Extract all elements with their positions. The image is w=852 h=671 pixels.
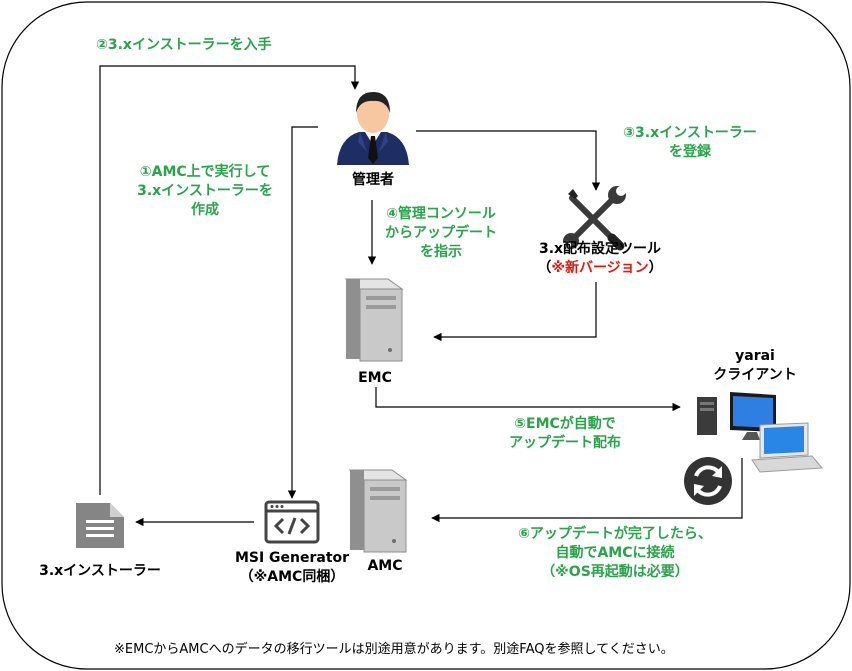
step5-label-line1: ⑤EMCが自動で — [514, 416, 616, 432]
tool-label-line1: 3.x配布設定ツール — [538, 241, 662, 257]
tool-paren-close: ） — [648, 260, 663, 276]
admin-person-icon — [337, 92, 409, 165]
msi-label-line2: （※AMC同梱） — [239, 569, 345, 585]
step1-label-line1: ①AMC上で実行して — [139, 164, 271, 180]
msi-generator-window-icon — [264, 500, 320, 544]
step6-label-line2: 自動でAMCに接続 — [555, 545, 675, 561]
client-label-line2: クライアント — [713, 367, 797, 383]
tool-icon — [563, 186, 626, 251]
arrow-emc-to-client — [375, 387, 681, 412]
step1-label: ①AMC上で実行して 3.xインストーラーを 作成 — [110, 163, 300, 220]
step4-label: ④管理コンソール からアップデート を指示 — [366, 205, 516, 262]
step6-label-line1: ⑥アップデートが完了したら、 — [518, 526, 712, 542]
step3-label: ③3.xインストーラー を登録 — [580, 124, 800, 162]
installer-document-icon — [76, 503, 124, 548]
step6-label: ⑥アップデートが完了したら、 自動でAMCに接続 （※OS再起動は必要） — [480, 525, 750, 582]
installer-label: 3.xインストーラー — [39, 563, 161, 579]
step5-label: ⑤EMCが自動で アップデート配布 — [480, 415, 650, 453]
tool-label-line2: （※新バージョン） — [505, 259, 695, 278]
step4-label-line3: を指示 — [420, 244, 462, 260]
arrow-admin-to-tool — [416, 130, 601, 191]
amc-label: AMC — [367, 558, 403, 574]
client-label-line1: yarai — [735, 348, 775, 364]
arrow-installer-to-admin — [99, 65, 360, 495]
msi-label-line1: MSI Generator — [234, 550, 350, 566]
arrow-tool-to-emc — [433, 282, 597, 342]
tool-paren-open: （ — [537, 260, 552, 276]
arrow-client-to-amc — [431, 458, 743, 523]
footer-note: ※EMCからAMCへのデータの移行ツールは別途用意があります。別途FAQを参照し… — [114, 642, 674, 657]
amc-server-icon — [348, 469, 408, 553]
step4-label-line2: からアップデート — [385, 225, 497, 241]
tool-label: 3.x配布設定ツール （※新バージョン） — [505, 240, 695, 278]
client-label: yarai クライアント — [700, 347, 810, 385]
msi-generator-label: MSI Generator （※AMC同梱） — [212, 549, 372, 587]
emc-label: EMC — [358, 370, 392, 386]
tool-new-version-label: ※新バージョン — [551, 260, 649, 276]
update-sync-icon — [684, 457, 732, 505]
step3-label-line1: ③3.xインストーラー — [623, 125, 757, 141]
step6-label-line3: （※OS再起動は必要） — [541, 564, 689, 580]
step1-label-line3: 作成 — [191, 202, 219, 218]
step4-label-line1: ④管理コンソール — [386, 206, 496, 222]
step1-label-line2: 3.xインストーラーを — [137, 183, 273, 199]
admin-label: 管理者 — [352, 172, 394, 188]
arrow-admin-to-msi — [287, 126, 318, 499]
emc-server-icon — [344, 278, 404, 362]
client-computer-icon — [697, 392, 824, 473]
step5-label-line2: アップデート配布 — [509, 435, 621, 451]
step2-label: ②3.xインストーラーを入手 — [96, 37, 272, 53]
step3-label-line2: を登録 — [669, 144, 711, 160]
